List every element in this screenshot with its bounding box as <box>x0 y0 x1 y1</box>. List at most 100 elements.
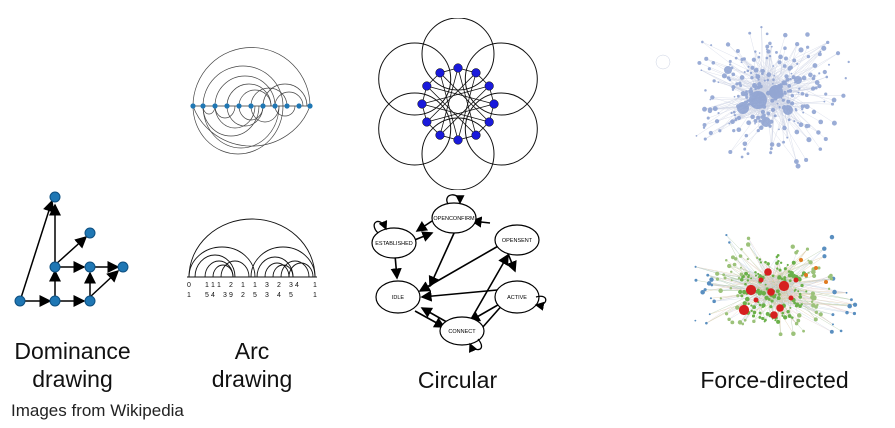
force-node <box>705 321 708 325</box>
arc-node <box>236 103 242 109</box>
force-node <box>785 77 790 82</box>
force-edge <box>767 68 790 88</box>
arc-axis-label: 3 <box>265 292 269 299</box>
force-node <box>775 50 778 54</box>
force-node <box>761 303 766 308</box>
force-edge <box>748 244 781 291</box>
force-node <box>750 65 755 70</box>
force-node <box>758 52 761 54</box>
force-node <box>817 84 822 89</box>
arc-axis-label: 2 <box>229 282 233 289</box>
force-node <box>746 279 750 282</box>
force-edge <box>748 291 760 305</box>
force-node <box>741 276 744 279</box>
force-node <box>814 80 820 85</box>
circle-edge <box>421 103 490 123</box>
force-node <box>733 257 738 261</box>
force-node <box>748 89 754 94</box>
force-node <box>760 25 763 29</box>
force-node <box>812 74 816 78</box>
force-node <box>789 77 792 81</box>
force-edge <box>781 103 784 143</box>
circle-ring <box>378 42 452 116</box>
force-hub-node <box>769 85 783 99</box>
force-node <box>765 56 769 60</box>
force-node <box>776 296 781 301</box>
force-hub-node <box>778 280 790 292</box>
force-node <box>735 48 740 53</box>
force-node <box>757 276 760 279</box>
force-node <box>778 128 780 131</box>
force-edge <box>695 266 771 285</box>
arc-axis-label: 4 <box>211 292 215 299</box>
force-node <box>740 247 743 251</box>
force-node <box>801 108 804 111</box>
force-hub-node <box>794 76 802 84</box>
force-node <box>835 51 841 56</box>
force-node <box>725 42 731 47</box>
force-hub-node <box>738 304 750 316</box>
force-node <box>818 72 821 75</box>
arc-drawing-top <box>190 47 313 155</box>
force-node <box>771 274 775 278</box>
force-node <box>758 274 762 278</box>
force-edge <box>786 47 808 92</box>
force-edge <box>769 297 850 307</box>
force-node <box>752 310 757 315</box>
force-node <box>770 98 775 103</box>
force-node <box>811 86 816 91</box>
force-node <box>845 291 848 294</box>
force-node <box>743 71 746 73</box>
force-node <box>847 60 850 64</box>
force-node <box>783 276 787 279</box>
force-node <box>814 305 818 309</box>
force-node <box>783 91 787 95</box>
force-node <box>755 73 758 76</box>
force-node <box>709 297 712 300</box>
force-node <box>730 320 735 325</box>
state-node <box>494 224 540 256</box>
force-hub-node <box>761 117 771 127</box>
force-node <box>766 72 772 77</box>
force-node <box>783 46 787 50</box>
state-label: IDLE <box>392 295 405 301</box>
force-node <box>747 65 750 68</box>
force-edge <box>776 293 813 300</box>
arc-node <box>260 103 266 109</box>
force-node <box>703 137 707 141</box>
force-node <box>734 56 738 60</box>
force-node <box>790 94 795 98</box>
force-node <box>750 277 753 280</box>
force-node <box>758 303 762 307</box>
force-edge <box>783 273 805 294</box>
force-node <box>733 113 737 117</box>
force-node <box>785 82 788 86</box>
circle-node <box>422 81 432 91</box>
force-node <box>742 289 747 295</box>
force-node <box>722 273 726 277</box>
force-node <box>794 159 799 164</box>
force-edge <box>770 286 783 307</box>
force-node <box>786 263 789 267</box>
force-edge <box>767 102 819 133</box>
force-node <box>712 106 718 112</box>
force-node <box>822 246 827 251</box>
force-node <box>776 142 781 147</box>
force-node <box>797 277 802 282</box>
force-node <box>852 302 858 307</box>
force-node <box>768 41 772 46</box>
circle-edge <box>439 72 459 141</box>
force-edge <box>725 277 775 283</box>
force-edge <box>779 42 828 92</box>
force-edge <box>735 100 783 119</box>
force-node <box>754 122 756 125</box>
force-node <box>758 125 764 130</box>
force-node <box>817 52 822 57</box>
arc-axis-label: 9 <box>229 292 233 299</box>
arc-axis-label: 3 <box>223 292 227 299</box>
force-edge <box>783 108 797 162</box>
force-node <box>730 119 735 125</box>
force-node <box>777 292 781 296</box>
circle-node <box>435 130 445 140</box>
force-node <box>764 295 769 300</box>
